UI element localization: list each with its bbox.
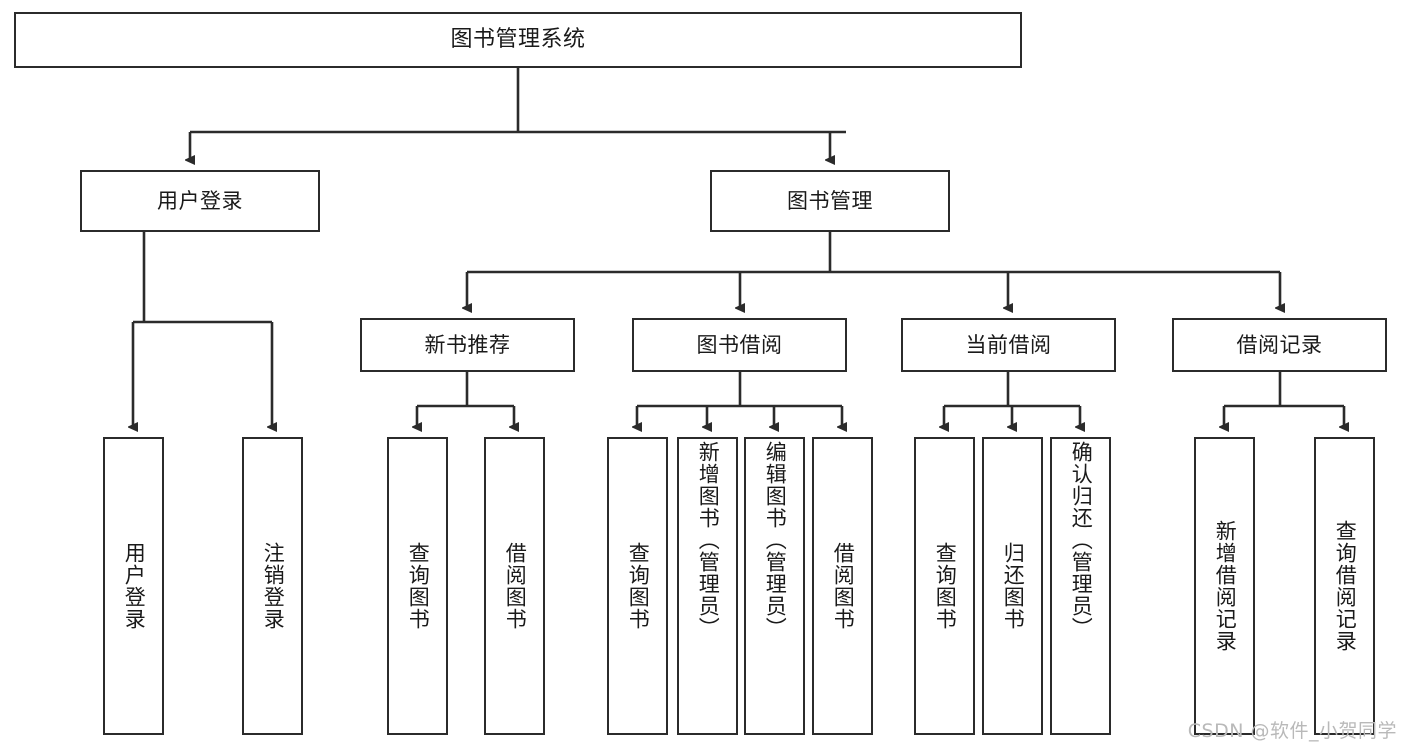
node-borrow-records[interactable]: 借阅记录 bbox=[1172, 318, 1387, 372]
node-label: 图书借阅 bbox=[696, 332, 783, 357]
leaf-records-add-record[interactable]: 新增借阅记录 bbox=[1194, 437, 1255, 735]
node-label: 新书推荐 bbox=[424, 332, 511, 357]
node-label: 编辑图书（管理员） bbox=[763, 441, 788, 639]
node-label: 查询图书 bbox=[933, 542, 958, 630]
node-label: 借阅记录 bbox=[1236, 332, 1323, 357]
leaf-borrow-query-book[interactable]: 查询图书 bbox=[607, 437, 668, 735]
leaf-current-return-book[interactable]: 归还图书 bbox=[982, 437, 1043, 735]
leaf-current-query-book[interactable]: 查询图书 bbox=[914, 437, 975, 735]
node-label: 借阅图书 bbox=[503, 542, 528, 630]
leaf-recommend-borrow-book[interactable]: 借阅图书 bbox=[484, 437, 545, 735]
leaf-records-query-record[interactable]: 查询借阅记录 bbox=[1314, 437, 1375, 735]
csdn-watermark: CSDN @软件_小贺同学 bbox=[1187, 720, 1397, 742]
node-label: 确认归还（管理员） bbox=[1069, 441, 1094, 639]
leaf-borrow-edit-book-admin[interactable]: 编辑图书（管理员） bbox=[744, 437, 805, 735]
leaf-recommend-query-book[interactable]: 查询图书 bbox=[387, 437, 448, 735]
leaf-borrow-borrow-book[interactable]: 借阅图书 bbox=[812, 437, 873, 735]
leaf-user-login-signout[interactable]: 注销登录 bbox=[242, 437, 303, 735]
node-book-management[interactable]: 图书管理 bbox=[710, 170, 950, 232]
node-book-borrow[interactable]: 图书借阅 bbox=[632, 318, 847, 372]
node-label: 当前借阅 bbox=[965, 332, 1052, 357]
leaf-current-confirm-return-admin[interactable]: 确认归还（管理员） bbox=[1050, 437, 1111, 735]
node-label: 查询图书 bbox=[406, 542, 431, 630]
node-label: 新增借阅记录 bbox=[1213, 520, 1238, 652]
leaf-user-login-signin[interactable]: 用户登录 bbox=[103, 437, 164, 735]
node-user-login[interactable]: 用户登录 bbox=[80, 170, 320, 232]
node-label: 新增图书（管理员） bbox=[696, 441, 721, 639]
node-label: 图书管理系统 bbox=[450, 27, 586, 53]
node-label: 借阅图书 bbox=[831, 542, 856, 630]
leaf-borrow-add-book-admin[interactable]: 新增图书（管理员） bbox=[677, 437, 738, 735]
node-current-borrow[interactable]: 当前借阅 bbox=[901, 318, 1116, 372]
node-label: 用户登录 bbox=[157, 188, 243, 213]
node-label: 用户登录 bbox=[122, 542, 147, 630]
node-new-book-recommend[interactable]: 新书推荐 bbox=[360, 318, 575, 372]
node-label: 查询借阅记录 bbox=[1333, 520, 1358, 652]
node-label: 查询图书 bbox=[626, 542, 651, 630]
node-root-library-system[interactable]: 图书管理系统 bbox=[14, 12, 1022, 68]
node-label: 注销登录 bbox=[261, 542, 286, 630]
node-label: 图书管理 bbox=[787, 188, 873, 213]
node-label: 归还图书 bbox=[1001, 542, 1026, 630]
